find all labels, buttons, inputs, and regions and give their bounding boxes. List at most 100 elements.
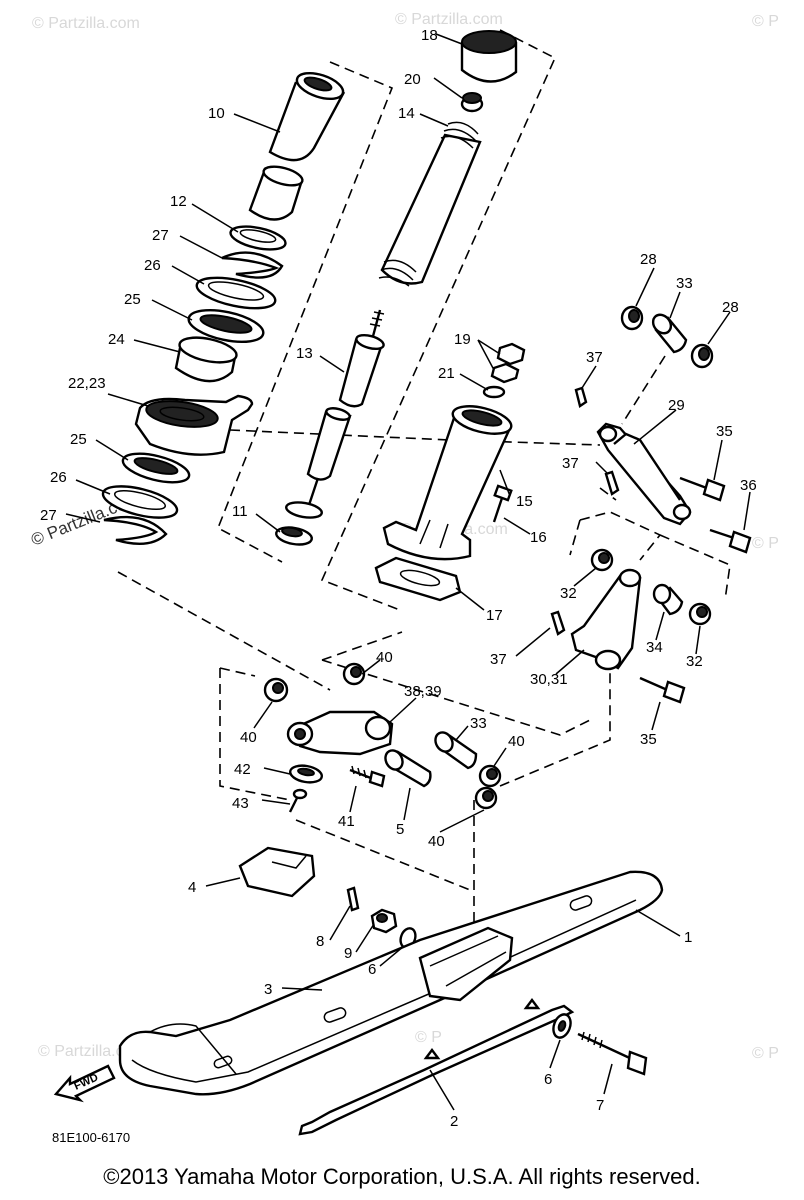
part-label: 3 (264, 981, 272, 998)
part-label: 41 (338, 813, 355, 830)
part-37-cotter-pin (550, 386, 620, 636)
leader-lines (65, 33, 751, 1111)
part-13-shock (285, 309, 385, 519)
part-label: 28 (640, 251, 657, 268)
part-label: 37 (490, 651, 507, 668)
part-label: 36 (740, 477, 757, 494)
part-label: 1 (684, 929, 692, 946)
part-29-arm (596, 422, 692, 526)
part-27-circlip (221, 251, 284, 279)
part-33-lower-collar (434, 731, 478, 770)
part-label: 13 (296, 345, 313, 362)
part-label: 25 (70, 431, 87, 448)
part-label: 10 (208, 105, 225, 122)
part-26-washer (195, 276, 277, 310)
fwd-arrow-icon: FWD (53, 1064, 116, 1103)
part-label: 40 (428, 833, 445, 850)
part-label: 21 (438, 365, 455, 382)
part-label: 42 (234, 761, 251, 778)
part-label: 25 (124, 291, 141, 308)
part-18-bushing (460, 30, 518, 83)
part-label: 24 (108, 331, 125, 348)
part-label: 5 (396, 821, 404, 838)
part-30-31-arm (570, 568, 642, 671)
part-label: 30,31 (530, 671, 568, 688)
part-label: 29 (668, 397, 685, 414)
part-label: 18 (421, 27, 438, 44)
part-label: 14 (398, 105, 415, 122)
part-38-39-spindle (286, 710, 394, 756)
part-label: 40 (240, 729, 257, 746)
part-9-nut (370, 908, 398, 934)
part-label: 35 (716, 423, 733, 440)
part-43-screw (288, 788, 308, 813)
part-label: 8 (316, 933, 324, 950)
diagram-code: 81E100-6170 (52, 1130, 130, 1145)
part-35-lower-bolt (639, 676, 686, 704)
part-19-nut (490, 342, 526, 384)
part-25-lower-seal (121, 452, 191, 484)
part-6-lower-washer (552, 1013, 572, 1039)
part-label: 4 (188, 879, 196, 896)
part-label: 6 (544, 1071, 552, 1088)
part-8-cotter-pin (346, 886, 360, 912)
part-41-bolt (349, 765, 386, 788)
part-28-bushing-right (690, 343, 714, 369)
part-28-bushing (620, 305, 644, 331)
part-5-pin (384, 749, 432, 788)
part-label: 38,39 (404, 683, 442, 700)
watermark: © Partzilla.com (32, 15, 140, 32)
part-label: 33 (470, 715, 487, 732)
watermark: © P (752, 535, 779, 552)
part-labels: 18 20 14 10 12 27 26 25 24 22,23 25 26 2… (40, 27, 757, 1130)
part-label: 16 (530, 529, 547, 546)
part-40-bushing-bottom (474, 786, 498, 810)
part-label: 40 (508, 733, 525, 750)
part-label: 33 (676, 275, 693, 292)
part-42-washer (288, 764, 324, 784)
part-27-lower-circlip (103, 515, 168, 546)
watermark: © P (752, 13, 779, 30)
part-label: 6 (368, 961, 376, 978)
part-label: 15 (516, 493, 533, 510)
part-label: 28 (722, 299, 739, 316)
part-label: 22,23 (68, 375, 106, 392)
part-11-bushing (275, 526, 313, 546)
parts-diagram: © Partzilla.com © Partzilla.com © P © Pa… (28, 11, 779, 1145)
part-label: 32 (686, 653, 703, 670)
part-4-wear-pad (238, 846, 316, 898)
part-label: 32 (560, 585, 577, 602)
part-label: 34 (646, 639, 663, 656)
part-label: 37 (562, 455, 579, 472)
part-40-bushing-left (263, 677, 289, 703)
part-17-plate (374, 556, 462, 602)
part-label: 35 (640, 731, 657, 748)
watermark: © P (415, 1029, 442, 1046)
part-label: 27 (40, 507, 57, 524)
part-12-washer (229, 225, 287, 251)
part-24-bearing (174, 336, 238, 383)
part-label: 19 (454, 331, 471, 348)
part-36-bolt (709, 528, 752, 554)
part-7-bolt (577, 1031, 648, 1076)
assembly-guide-lines (117, 29, 731, 960)
part-label: 7 (596, 1097, 604, 1114)
copyright-notice: ©2013 Yamaha Motor Corporation, U.S.A. A… (103, 1164, 701, 1189)
part-label: 12 (170, 193, 187, 210)
part-20-nut (460, 92, 484, 113)
part-collar (248, 165, 304, 221)
part-34-collar (652, 583, 684, 616)
part-14-spring (378, 121, 482, 287)
part-label: 27 (152, 227, 169, 244)
part-40-bushing (342, 662, 366, 686)
part-label: 26 (50, 469, 67, 486)
part-label: 17 (486, 607, 503, 624)
part-32-bushing (590, 548, 614, 572)
part-35-bolt (679, 476, 726, 502)
part-21-washer (482, 385, 506, 399)
part-22-23-housing (134, 394, 254, 456)
part-label: 2 (450, 1113, 458, 1130)
part-2-runner (298, 998, 575, 1136)
part-label: 37 (586, 349, 603, 366)
part-label: 9 (344, 945, 352, 962)
